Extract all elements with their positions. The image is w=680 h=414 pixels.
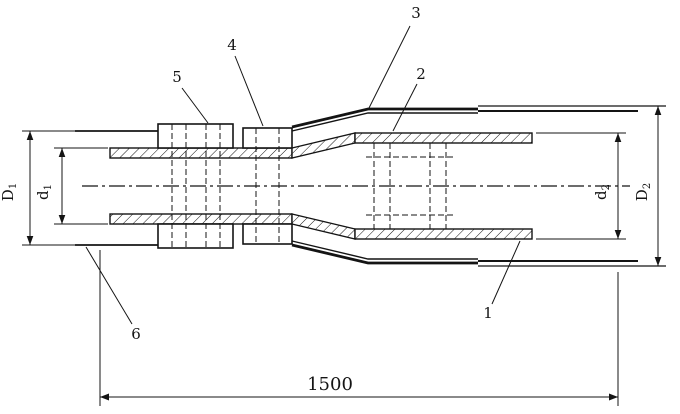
- hidden-lines-coupling-b: [255, 128, 280, 244]
- dim-label-d1: d1: [34, 184, 54, 200]
- hidden-lines-coupling-a: [171, 124, 221, 248]
- callout-3: 3: [367, 4, 421, 111]
- dimension-D1: D1: [0, 130, 76, 246]
- dimension-d1: d1: [34, 147, 108, 225]
- callout-label-6: 6: [131, 325, 141, 343]
- dimension-length-1500: 1500: [99, 250, 619, 406]
- casing-left: [75, 130, 160, 246]
- dim-label-d2: d2: [592, 184, 612, 200]
- callout-label-4: 4: [227, 36, 237, 54]
- callout-2: 2: [392, 65, 426, 132]
- callout-5: 5: [172, 68, 209, 124]
- reducer-cone: [291, 132, 356, 240]
- dimension-d2: d2: [536, 132, 626, 240]
- dimension-D2: D2: [633, 106, 662, 266]
- dim-label-length: 1500: [307, 374, 353, 395]
- callout-label-3: 3: [411, 4, 421, 22]
- callout-label-1: 1: [483, 304, 493, 322]
- coupling-a: [157, 123, 234, 249]
- carrier-pipe-right: [354, 132, 533, 240]
- callout-label-5: 5: [172, 68, 182, 86]
- coupling-b: [242, 127, 293, 245]
- casing-right: [478, 105, 666, 267]
- callouts: 3 4 5 2 1 6: [85, 4, 521, 343]
- dim-label-D1: D1: [0, 183, 19, 201]
- dim-label-D2: D2: [633, 183, 653, 201]
- callout-1: 1: [483, 240, 521, 322]
- hidden-lines-right-socket: [366, 143, 454, 229]
- callout-4: 4: [227, 36, 264, 127]
- callout-6: 6: [85, 246, 141, 343]
- callout-label-2: 2: [416, 65, 426, 83]
